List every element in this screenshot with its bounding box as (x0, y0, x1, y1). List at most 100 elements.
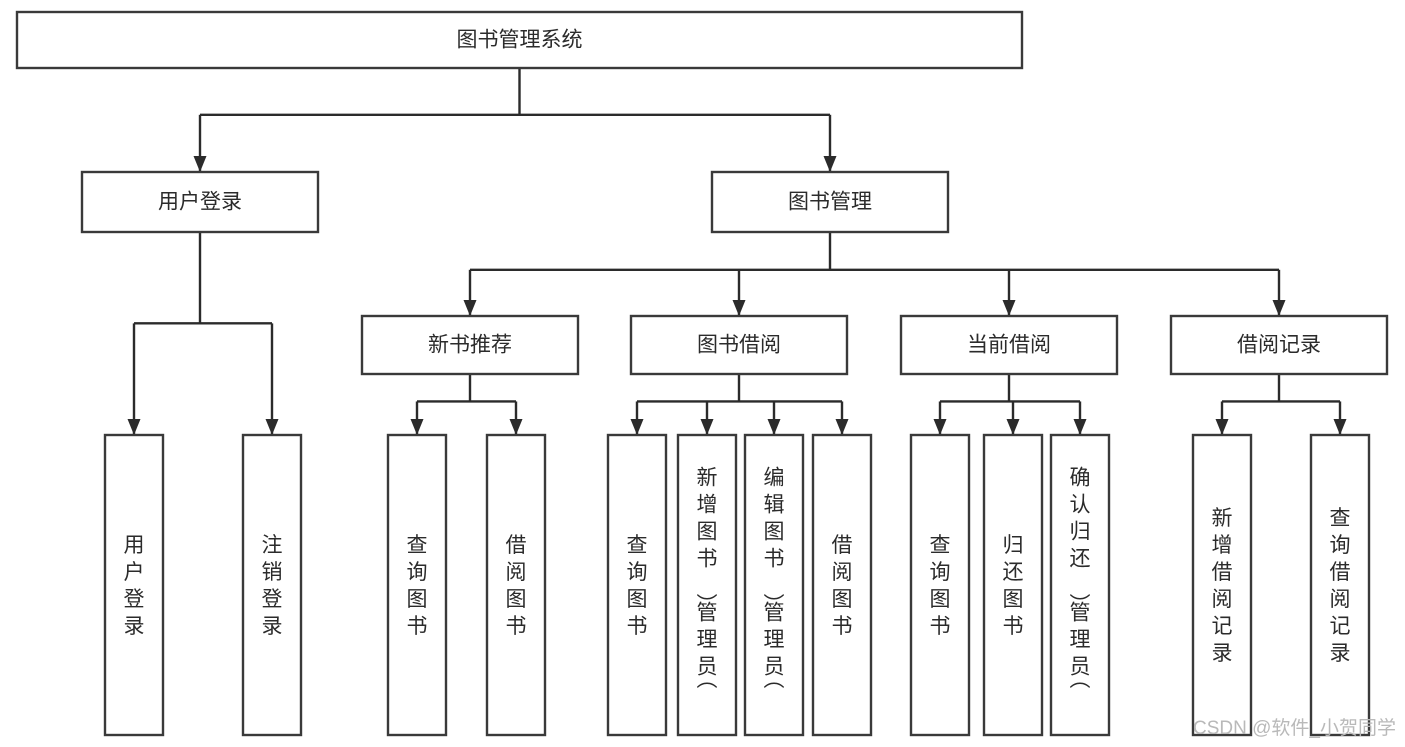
node-label-leaf-query-book-rec-char-3: 书 (407, 615, 428, 638)
node-box-new-book-rec (360, 314, 580, 376)
node-label-leaf-add-book-char-2: 图 (697, 521, 718, 544)
node-label-leaf-return-book-char-0: 归 (1003, 534, 1024, 557)
arrow-head-icon (1333, 419, 1347, 435)
node-label-leaf-query-book-cb-char-3: 书 (930, 615, 951, 638)
arrow-head-icon (933, 419, 947, 435)
node-root[interactable]: 图书管理系统 (15, 10, 1024, 70)
node-book-manage[interactable]: 图书管理 (710, 170, 950, 234)
csdn-watermark: CSDN @软件_小贺同学 (1193, 717, 1396, 739)
node-label-leaf-return-book-char-1: 还 (1003, 561, 1024, 584)
node-label-leaf-borrow-book-rec-char-2: 图 (506, 588, 527, 611)
node-label-leaf-add-record-char-0: 新 (1212, 507, 1233, 530)
node-label-root: 图书管理系统 (457, 29, 583, 52)
node-borrow-record[interactable]: 借阅记录 (1169, 314, 1389, 376)
node-label-leaf-confirm-return-char-2: 归 (1070, 521, 1091, 544)
arrow-head-icon (835, 419, 849, 435)
node-box-leaf-add-book (676, 433, 738, 737)
node-label-leaf-confirm-return-char-0: 确 (1070, 467, 1091, 490)
node-label-leaf-confirm-return-char-4: ⌒ (1070, 576, 1091, 599)
node-label-leaf-user-logout-char-2: 登 (262, 588, 283, 611)
node-box-borrow-record (1169, 314, 1389, 376)
arrow-head-icon (1006, 419, 1020, 435)
node-label-leaf-add-record-char-3: 阅 (1212, 588, 1233, 611)
node-label-leaf-edit-book-char-6: 理 (764, 629, 785, 652)
node-box-user-login (80, 170, 320, 234)
node-label-leaf-edit-book-char-4: ⌒ (764, 576, 785, 599)
node-label-leaf-add-book-char-7: 员 (697, 656, 718, 679)
node-label-new-book-rec: 新书推荐 (428, 334, 512, 357)
node-current-borrow[interactable]: 当前借阅 (899, 314, 1119, 376)
node-label-leaf-add-record-char-1: 增 (1212, 534, 1233, 557)
arrow-head-icon (410, 419, 424, 435)
node-label-leaf-query-record-char-3: 阅 (1330, 588, 1351, 611)
node-label-leaf-query-book-cb-char-2: 图 (930, 588, 951, 611)
node-label-leaf-edit-book-char-1: 辑 (764, 494, 785, 517)
node-label-leaf-borrow-book-rec-char-1: 阅 (506, 561, 527, 584)
arrow-head-icon (1002, 300, 1016, 316)
node-label-leaf-edit-book-char-8: ⌒ (764, 683, 785, 706)
edge-group-book-borrow (630, 374, 849, 435)
node-box-leaf-confirm-return (1049, 433, 1111, 737)
node-label-leaf-add-record-char-2: 借 (1212, 561, 1233, 584)
node-book-borrow[interactable]: 图书借阅 (629, 314, 849, 376)
arrow-head-icon (767, 419, 781, 435)
node-box-leaf-query-record (1309, 433, 1371, 737)
node-label-current-borrow: 当前借阅 (967, 334, 1051, 357)
node-label-leaf-confirm-return-char-8: ⌒ (1070, 683, 1091, 706)
node-label-leaf-borrow-book-bb-char-2: 图 (832, 588, 853, 611)
edge-group-current-borrow (933, 374, 1087, 435)
node-label-borrow-record: 借阅记录 (1237, 334, 1321, 357)
node-label-leaf-edit-book-char-3: 书 (764, 548, 785, 571)
arrow-head-icon (127, 419, 141, 435)
node-label-book-borrow: 图书借阅 (697, 334, 781, 357)
node-label-leaf-query-book-rec-char-0: 查 (407, 534, 428, 557)
node-box-book-borrow (629, 314, 849, 376)
node-label-leaf-borrow-book-bb-char-1: 阅 (832, 561, 853, 584)
node-label-leaf-add-book-char-3: 书 (697, 548, 718, 571)
edge-group-user-login (127, 232, 279, 435)
connector-layer (127, 68, 1347, 435)
node-label-leaf-user-login-char-2: 登 (124, 588, 145, 611)
node-label-leaf-user-login-char-1: 户 (124, 561, 145, 584)
node-label-leaf-borrow-book-bb-char-3: 书 (832, 615, 853, 638)
arrow-head-icon (265, 419, 279, 435)
node-box-leaf-query-book-rec (386, 433, 448, 737)
node-label-leaf-query-record-char-0: 查 (1330, 507, 1351, 530)
node-label-leaf-query-record-char-4: 记 (1330, 615, 1351, 638)
node-label-leaf-confirm-return-char-1: 认 (1070, 494, 1091, 517)
edge-group-book-manage (463, 232, 1286, 316)
node-leaf-user-login[interactable]: 用户登录 (103, 433, 165, 737)
node-box-leaf-borrow-book-rec (485, 433, 547, 737)
node-label-leaf-add-book-char-6: 理 (697, 629, 718, 652)
node-label-leaf-add-book-char-1: 增 (697, 494, 718, 517)
node-box-leaf-user-login (103, 433, 165, 737)
arrow-head-icon (463, 300, 477, 316)
node-label-leaf-confirm-return-char-7: 员 (1070, 656, 1091, 679)
node-user-login[interactable]: 用户登录 (80, 170, 320, 234)
node-label-leaf-query-book-rec-char-2: 图 (407, 588, 428, 611)
node-new-book-rec[interactable]: 新书推荐 (360, 314, 580, 376)
arrow-head-icon (630, 419, 644, 435)
node-label-leaf-add-book-char-0: 新 (697, 467, 718, 490)
node-label-leaf-borrow-book-rec-char-3: 书 (506, 615, 527, 638)
arrow-head-icon (193, 156, 207, 172)
node-label-leaf-return-book-char-2: 图 (1003, 588, 1024, 611)
node-label-user-login: 用户登录 (158, 191, 242, 214)
node-label-leaf-user-logout-char-3: 录 (262, 615, 283, 638)
node-label-leaf-add-record-char-5: 录 (1212, 642, 1233, 665)
node-label-leaf-query-book-cb-char-0: 查 (930, 534, 951, 557)
node-label-leaf-query-record-char-2: 借 (1330, 561, 1351, 584)
node-label-leaf-query-book-bb-char-0: 查 (627, 534, 648, 557)
